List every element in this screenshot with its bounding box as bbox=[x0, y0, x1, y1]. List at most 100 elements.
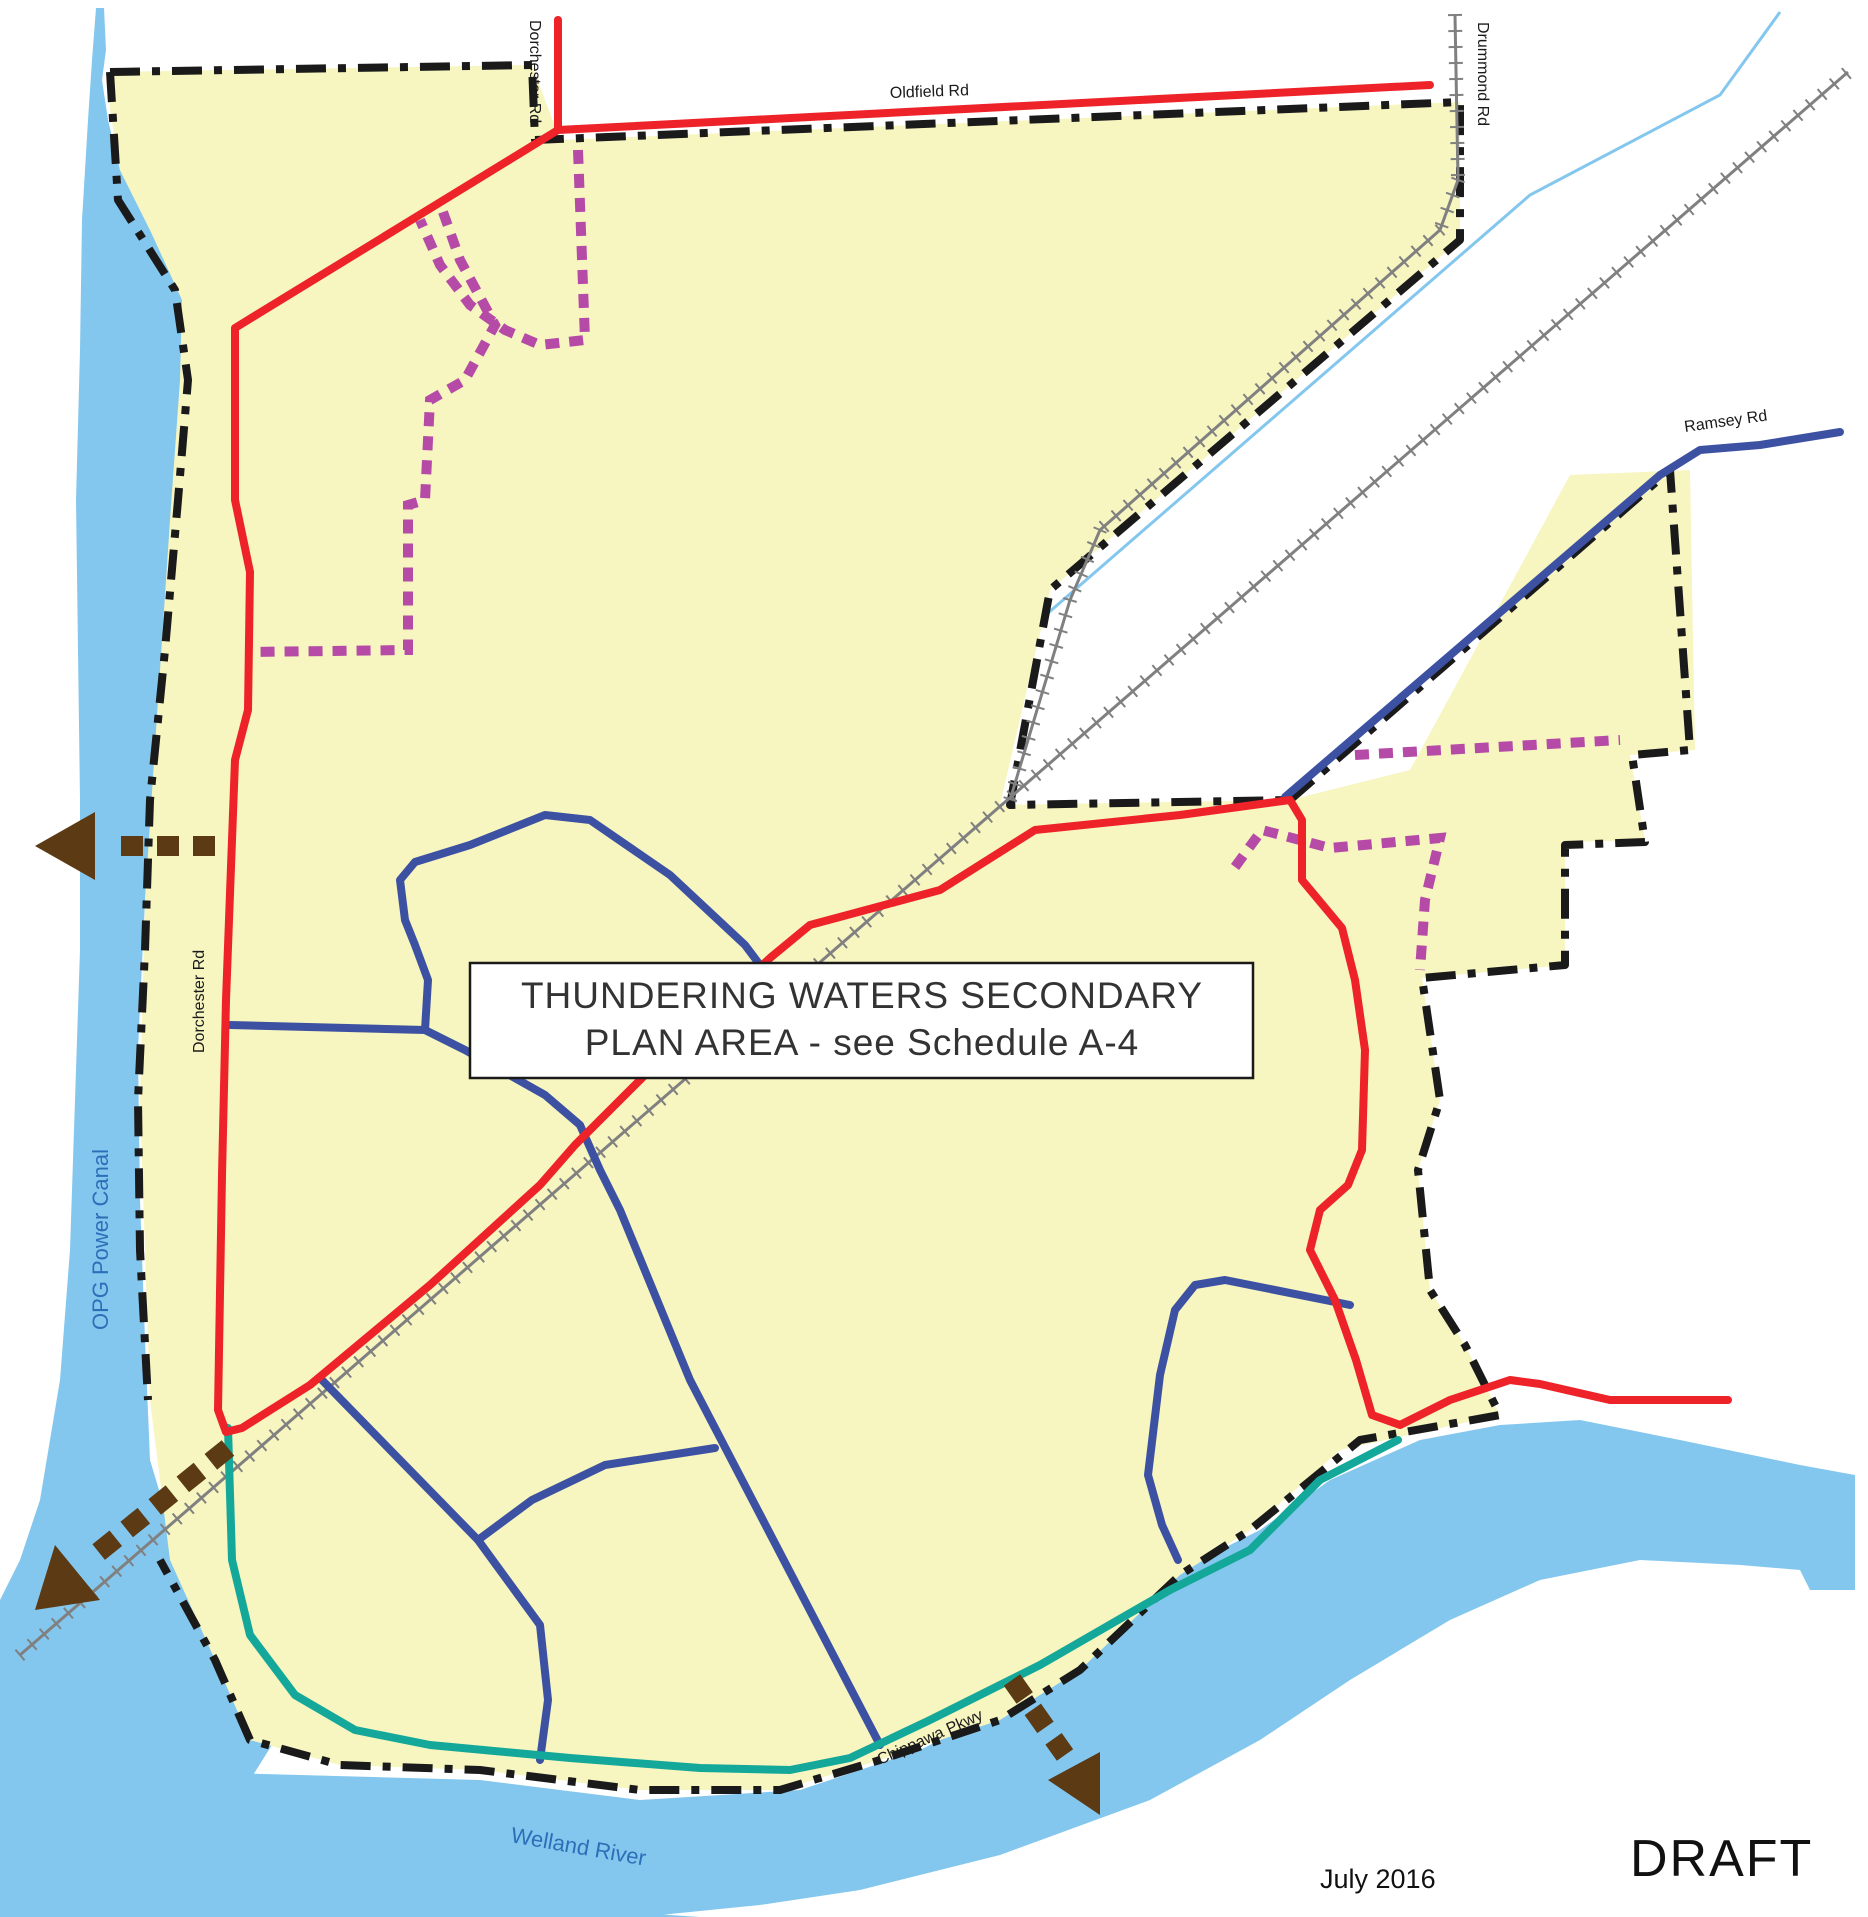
railway-tie bbox=[268, 1429, 280, 1441]
railway-tie bbox=[1780, 119, 1792, 132]
railway-tie bbox=[1158, 467, 1170, 480]
railway-tie bbox=[1683, 203, 1695, 216]
railway-tie bbox=[1284, 549, 1296, 562]
railway-tie bbox=[1067, 585, 1082, 593]
railway-tie bbox=[1502, 360, 1514, 373]
sw-access-dash bbox=[88, 1440, 235, 1563]
label-drummond-rd: Drummond Rd bbox=[1474, 22, 1491, 126]
railway-tie bbox=[921, 863, 933, 876]
railway-tie bbox=[1290, 351, 1302, 363]
railway-tie bbox=[1115, 695, 1126, 708]
railway-tie bbox=[522, 1209, 534, 1222]
railway-tie bbox=[1756, 140, 1768, 153]
railway-tie bbox=[1550, 318, 1562, 331]
railway-tie bbox=[1054, 748, 1066, 761]
railway-tie bbox=[1035, 688, 1050, 695]
railway-tie bbox=[1635, 245, 1647, 258]
opg-power-canal bbox=[0, 8, 700, 1917]
railway-tie bbox=[1093, 526, 1107, 534]
railway-tie bbox=[1272, 559, 1284, 572]
railway-tie bbox=[183, 1502, 195, 1515]
railway-tie bbox=[1490, 371, 1501, 384]
railway-tie bbox=[1732, 161, 1743, 174]
railway-tie bbox=[1804, 98, 1816, 111]
railway-tie bbox=[583, 1156, 594, 1169]
railway-tie bbox=[1538, 329, 1550, 342]
study-boundary-west bbox=[106, 71, 192, 1401]
ramsey-rd-collector bbox=[1281, 428, 1844, 801]
railway-tie bbox=[970, 821, 981, 834]
railway-tie bbox=[510, 1219, 522, 1232]
railway-tie bbox=[1410, 245, 1422, 258]
railway-tie bbox=[292, 1408, 304, 1421]
railway-tie bbox=[1170, 456, 1182, 469]
railway-tie bbox=[1393, 455, 1405, 467]
railway-tie bbox=[619, 1125, 631, 1138]
railway-tie bbox=[1074, 570, 1088, 578]
ne-stream bbox=[1039, 11, 1782, 622]
railway-tie bbox=[631, 1114, 643, 1127]
trail-north-branch bbox=[247, 210, 501, 657]
railway-spur bbox=[1008, 14, 1460, 801]
railway-tie bbox=[1338, 308, 1350, 321]
railway-tie bbox=[1434, 224, 1446, 236]
railway-tie bbox=[1816, 88, 1828, 101]
railway-tie bbox=[1053, 627, 1068, 634]
railway-tie bbox=[1369, 475, 1380, 488]
railway-tie bbox=[1151, 664, 1163, 677]
trail-north bbox=[415, 149, 591, 351]
railway-tie bbox=[486, 1240, 498, 1253]
railway-tie bbox=[1110, 509, 1122, 522]
railway-tie bbox=[1103, 706, 1114, 719]
railway-tie bbox=[1429, 423, 1441, 436]
collector-south-a bbox=[316, 1374, 552, 1764]
railway-tie bbox=[1021, 734, 1036, 741]
railway-tie bbox=[1386, 266, 1398, 279]
railway-tie bbox=[413, 1303, 425, 1316]
study-boundary-layer bbox=[106, 61, 1694, 1794]
oldfield-rd bbox=[554, 81, 1434, 134]
railway-tie bbox=[534, 1198, 546, 1211]
railway-tie bbox=[1445, 191, 1460, 199]
railway-tie bbox=[1405, 444, 1417, 457]
railway-tie bbox=[1026, 719, 1041, 726]
railway-tie bbox=[1695, 193, 1707, 206]
railway-tie bbox=[1671, 214, 1683, 226]
railway-tie bbox=[1345, 496, 1356, 509]
railway-tie bbox=[558, 1177, 570, 1190]
railway-tie bbox=[1278, 361, 1290, 374]
railway-tie bbox=[1139, 674, 1151, 687]
railway-tie bbox=[1441, 413, 1453, 426]
collector-south-b bbox=[474, 1444, 719, 1544]
railway-tie bbox=[1254, 382, 1266, 395]
railway-tie bbox=[377, 1334, 389, 1347]
railway-tie bbox=[1079, 727, 1090, 740]
railway-tie bbox=[1007, 780, 1022, 787]
railway-tie bbox=[1194, 435, 1206, 448]
railway-tie bbox=[1647, 235, 1659, 247]
railway-tie bbox=[147, 1533, 159, 1546]
railway-tie bbox=[1381, 465, 1393, 478]
railway-tie bbox=[1212, 612, 1223, 625]
label-ramsey-rd: Ramsey Rd bbox=[1683, 407, 1768, 435]
railway-tie bbox=[546, 1188, 558, 1201]
study-boundary-east bbox=[156, 466, 1694, 1794]
railway-tie bbox=[50, 1617, 62, 1630]
study-area-west bbox=[110, 65, 1695, 1790]
railway-tie bbox=[1659, 224, 1671, 237]
railway-tie bbox=[571, 1167, 582, 1180]
access-arrow-layer bbox=[35, 812, 1100, 1815]
railway-tie bbox=[1333, 507, 1344, 520]
railway-tie bbox=[304, 1397, 316, 1410]
railway-tie bbox=[1230, 404, 1242, 416]
railway-tie bbox=[135, 1544, 147, 1557]
railway-tie bbox=[474, 1251, 485, 1263]
drummond-east-arterial bbox=[1286, 796, 1732, 1429]
map-date: July 2016 bbox=[1320, 1864, 1436, 1894]
railway-tie bbox=[1314, 329, 1326, 342]
railway-tie bbox=[1453, 402, 1465, 415]
railway-tie bbox=[280, 1418, 292, 1431]
railway-tie bbox=[933, 853, 945, 865]
railway-tie bbox=[945, 842, 957, 855]
